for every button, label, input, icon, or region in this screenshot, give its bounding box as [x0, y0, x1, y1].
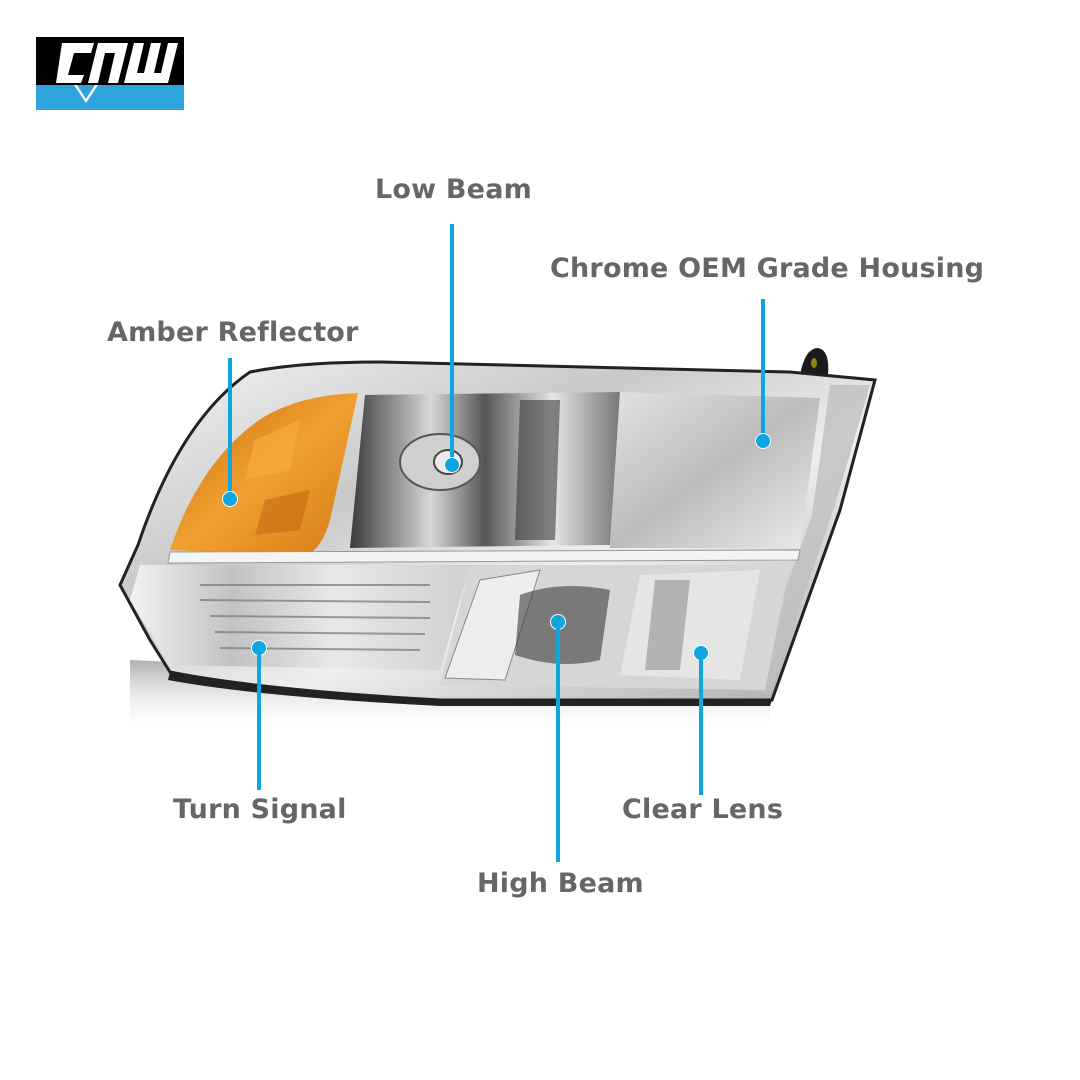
brand-logo	[36, 37, 184, 110]
low-beam-reflector	[350, 392, 620, 548]
label-chrome-housing: Chrome OEM Grade Housing	[550, 253, 985, 284]
label-high-beam: High Beam	[477, 868, 644, 899]
callout-dot-chrome-housing	[755, 433, 771, 449]
logo-icon	[36, 37, 184, 110]
label-clear-lens: Clear Lens	[622, 794, 784, 825]
callout-dot-amber-reflector	[222, 491, 238, 507]
leader-line-high-beam	[556, 622, 560, 862]
leader-line-low-beam	[450, 224, 454, 464]
label-turn-signal: Turn Signal	[173, 794, 347, 825]
upper-panel	[610, 392, 820, 548]
leader-line-turn-signal	[257, 648, 261, 790]
callout-dot-low-beam	[444, 457, 460, 473]
leader-line-chrome-housing	[761, 299, 765, 441]
label-low-beam: Low Beam	[375, 174, 532, 205]
leader-line-amber-reflector	[228, 358, 232, 498]
leader-line-clear-lens	[699, 653, 703, 795]
label-amber-reflector: Amber Reflector	[107, 317, 359, 348]
